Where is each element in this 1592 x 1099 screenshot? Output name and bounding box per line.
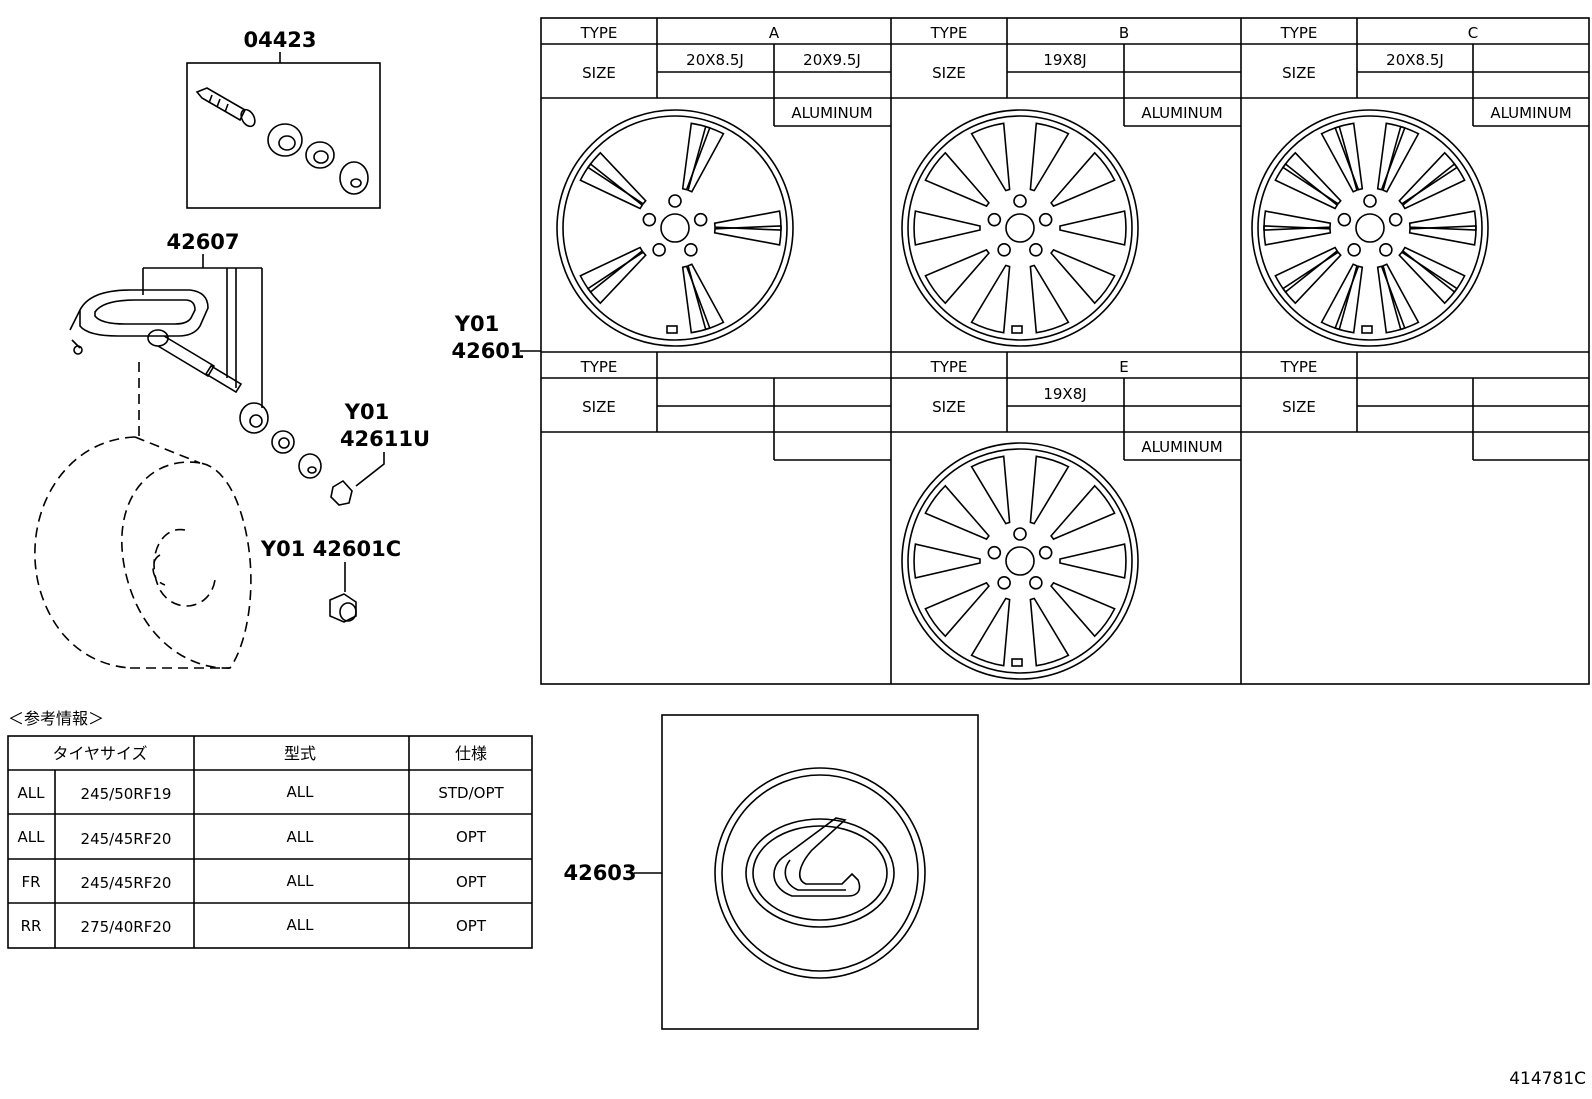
valve-kit-box [186, 62, 381, 209]
ref-header-tire-size: タイヤサイズ [52, 744, 147, 763]
part-code-42601[interactable]: Y01 [454, 312, 499, 336]
material-b: ALUMINUM [1141, 104, 1222, 122]
part-number-42603[interactable]: 42603 [563, 861, 636, 885]
lexus-logo-icon [773, 817, 861, 897]
type-letter-b: B [1119, 24, 1129, 42]
size-label-e: SIZE [932, 398, 966, 416]
material-a: ALUMINUM [791, 104, 872, 122]
tire-outline [34, 436, 252, 669]
ref-header-spec: 仕様 [455, 744, 487, 763]
wheel-type-c-drawing[interactable] [1251, 109, 1489, 347]
size-label-c: SIZE [1282, 64, 1316, 82]
type-label-d: TYPE [580, 358, 618, 376]
part-number-04423[interactable]: 04423 [243, 28, 316, 52]
size-label-a: SIZE [582, 64, 616, 82]
reference-info-title: ＜参考情報＞ [8, 709, 104, 728]
ref-row-2-size: 245/45RF20 [81, 830, 172, 848]
valve-stem-drawing [195, 87, 369, 195]
type-label-b: TYPE [930, 24, 968, 42]
ref-row-2-model: ALL [287, 828, 315, 846]
type-label-f: TYPE [1280, 358, 1318, 376]
part-number-42601[interactable]: 42601 [451, 339, 524, 363]
ref-row-3-model: ALL [287, 872, 315, 890]
ref-row-3-size: 245/45RF20 [81, 874, 172, 892]
size-label-f: SIZE [1282, 398, 1316, 416]
ref-row-1-spec: STD/OPT [438, 784, 504, 802]
part-number-42601c[interactable]: Y01 42601C [260, 537, 401, 561]
type-letter-c: C [1468, 24, 1478, 42]
material-e: ALUMINUM [1141, 438, 1222, 456]
center-cap-drawing[interactable] [714, 767, 926, 979]
part-code-42611u[interactable]: Y01 [344, 400, 389, 424]
ref-row-2-spec: OPT [456, 828, 487, 846]
valve-kit-group: 04423 [186, 28, 381, 209]
table-row-1-grid [541, 18, 1589, 127]
center-cap-box [661, 714, 979, 1030]
ref-row-2-pos: ALL [18, 828, 46, 846]
ref-row-1-model: ALL [287, 783, 315, 801]
size-b-1: 19X8J [1043, 51, 1086, 69]
ref-row-4-model: ALL [287, 916, 315, 934]
ref-row-4-size: 275/40RF20 [81, 918, 172, 936]
size-c-1: 20X8.5J [1386, 51, 1444, 69]
part-number-42607[interactable]: 42607 [166, 230, 239, 254]
type-label-e: TYPE [930, 358, 968, 376]
material-c: ALUMINUM [1490, 104, 1571, 122]
center-cap-group: 42603 [563, 714, 979, 1030]
type-label-a: TYPE [580, 24, 618, 42]
type-label-c: TYPE [1280, 24, 1318, 42]
wheel-table: TYPE A SIZE 20X8.5J 20X9.5J ALUMINUM TYP… [540, 17, 1590, 685]
wheel-type-e-drawing[interactable] [901, 442, 1139, 680]
table-row-2-grid [541, 352, 1589, 461]
lug-nut-drawing [329, 593, 357, 623]
size-a-1: 20X8.5J [686, 51, 744, 69]
ref-row-1-size: 245/50RF19 [81, 785, 172, 803]
type-letter-e: E [1119, 358, 1128, 376]
diagram-id: 414781C [1509, 1069, 1586, 1089]
wheel-type-a-drawing[interactable] [556, 109, 794, 347]
ref-row-3-spec: OPT [456, 873, 487, 891]
size-a-2: 20X9.5J [803, 51, 861, 69]
size-e-1: 19X8J [1043, 385, 1086, 403]
ref-row-3-pos: FR [21, 873, 40, 891]
tpms-sensor-group: 42607 [69, 230, 353, 506]
part-number-42611u[interactable]: 42611U [340, 427, 430, 451]
size-label-d: SIZE [582, 398, 616, 416]
tpms-sensor-drawing [69, 289, 353, 506]
ref-header-model: 型式 [284, 744, 316, 763]
reference-info-table: ＜参考情報＞ タイヤサイズ 型式 仕様 ALL 245/50RF19 ALL S… [7, 709, 533, 949]
size-label-b: SIZE [932, 64, 966, 82]
wheel-type-b-drawing[interactable] [901, 109, 1139, 347]
ref-row-1-pos: ALL [18, 784, 46, 802]
ref-row-4-spec: OPT [456, 917, 487, 935]
type-letter-a: A [769, 24, 780, 42]
ref-row-4-pos: RR [21, 917, 42, 935]
